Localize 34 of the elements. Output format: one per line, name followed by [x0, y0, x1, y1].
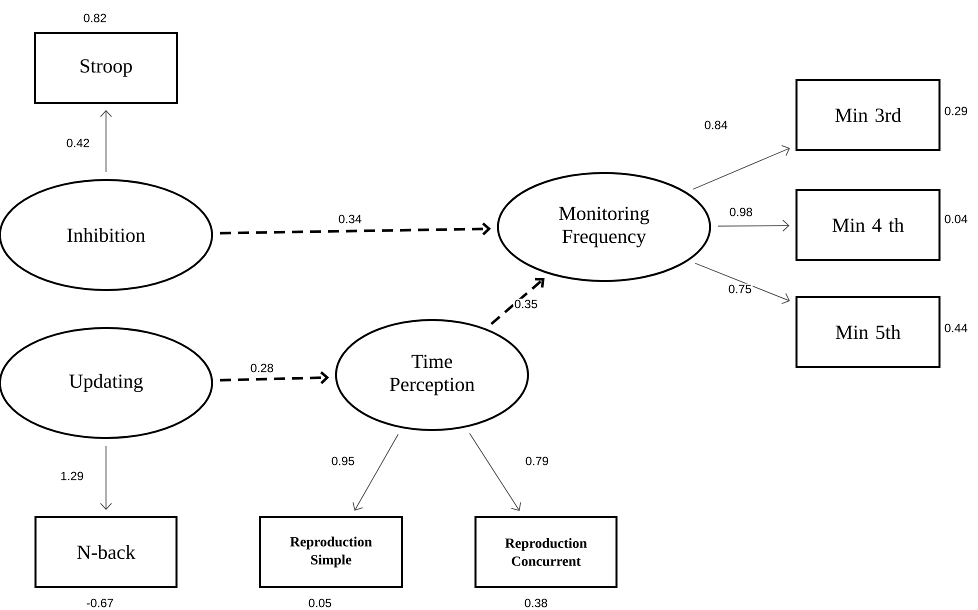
indicator-box: N-back: [34, 516, 178, 588]
error-value: 0.29: [944, 106, 968, 116]
path-arrow: [490, 278, 545, 325]
path-coefficient: 0.95: [330, 456, 356, 466]
path-arrow: [100, 110, 112, 172]
path-coefficient: 0.42: [65, 138, 91, 148]
indicator-box: Min 5th: [796, 296, 940, 368]
path-arrow: [220, 222, 491, 236]
path-coefficient: 0.79: [524, 456, 550, 466]
path-arrow: [718, 220, 790, 232]
path-coefficient: 0.28: [249, 362, 275, 374]
path-coefficient: 0.35: [513, 298, 539, 310]
path-arrow: [469, 432, 522, 511]
path-coefficient: 0.34: [337, 214, 363, 224]
indicator-box: Min 3rd: [796, 79, 940, 151]
indicator-box: Min 4 th: [796, 189, 940, 261]
path-arrow: [220, 371, 330, 384]
path-arrow: [692, 145, 790, 190]
error-value: 0.44: [944, 324, 968, 332]
error-value: 0.05: [308, 598, 332, 608]
error-value: 0.82: [84, 14, 106, 22]
path-arrow: [694, 262, 790, 304]
path-arrow: [352, 434, 399, 511]
error-value: 0.38: [524, 598, 548, 608]
path-coefficient: 0.75: [727, 284, 753, 294]
path-coefficient: 0.84: [703, 120, 729, 130]
path-coefficient: 1.29: [59, 470, 85, 482]
path-arrow: [100, 446, 112, 510]
path-coefficient: 0.98: [728, 206, 754, 218]
indicator-box: Reproduction Simple: [259, 516, 403, 588]
indicator-box: Stroop: [34, 32, 178, 104]
indicator-box: Reproduction Concurrent: [474, 516, 618, 588]
error-value: 0.04: [944, 214, 968, 224]
error-value: -0.67: [86, 598, 114, 608]
